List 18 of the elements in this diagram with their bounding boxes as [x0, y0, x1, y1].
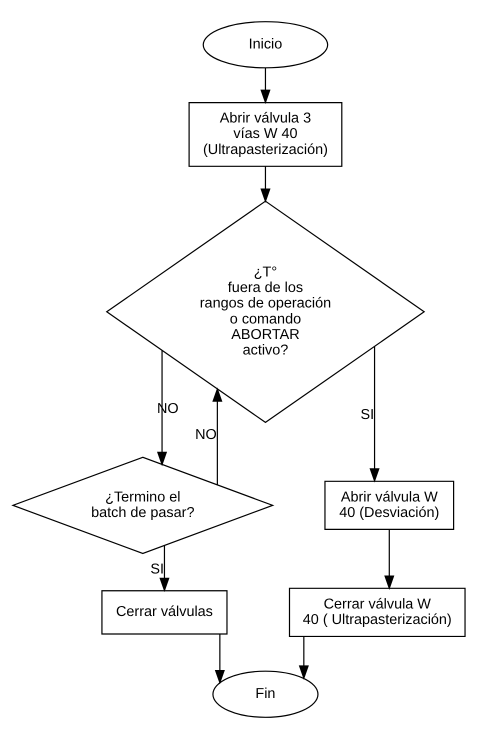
arrow: [214, 634, 225, 684]
arrow: [157, 350, 168, 466]
arrow: [298, 636, 309, 680]
node-box: Abrir válvula W 40 (Desviación): [324, 480, 454, 530]
node-diamond: ¿Termino el batch de pasar?: [11, 456, 274, 554]
arrow: [260, 166, 270, 202]
arrow: [384, 529, 394, 590]
arrow: [260, 67, 270, 104]
edge-label: SI: [150, 560, 164, 577]
edge-label: NO: [195, 426, 217, 442]
node-box: Abrir válvula 3 vías W 40 (Ultrapasterización): [188, 102, 342, 166]
node-ellipse: Inicio: [202, 20, 328, 68]
node-box: Cerrar válvula W 40 ( Ultrapasterización): [288, 587, 466, 637]
node-box: Cerrar válvulas: [101, 590, 228, 634]
arrow: [370, 346, 380, 482]
arrow: [159, 545, 170, 592]
edge-label: SI: [360, 406, 374, 423]
arrow: [212, 386, 222, 484]
